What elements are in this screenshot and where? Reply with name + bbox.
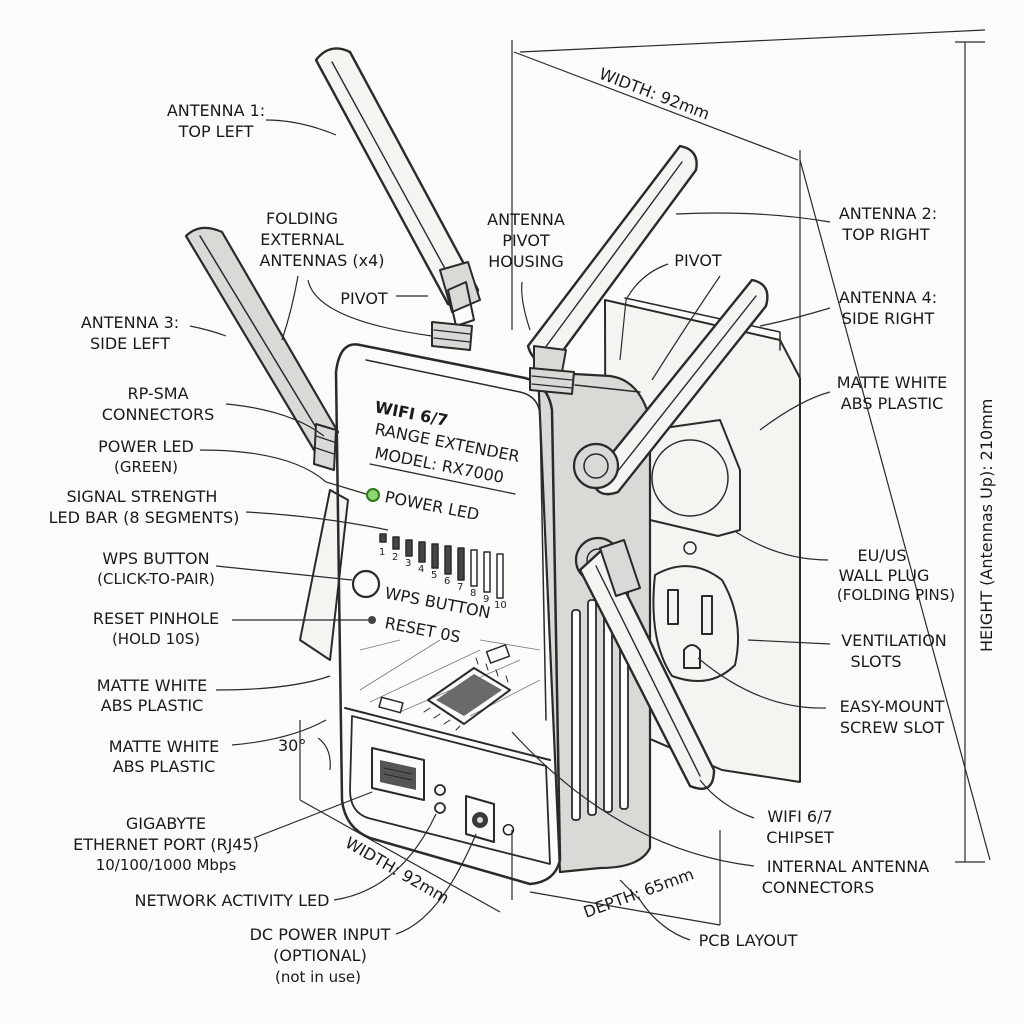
label-pivot-right: PIVOT [674, 251, 722, 270]
led-num: 8 [470, 588, 476, 599]
label-antenna-2: ANTENNA 2:TOP RIGHT [839, 204, 937, 244]
antenna-side-lower [574, 536, 716, 790]
rp-sma-connector-1 [431, 321, 473, 351]
power-led [366, 488, 380, 502]
depth-label: DEPTH: 65mm [581, 864, 696, 921]
usb-symbol: ⭘ [500, 819, 516, 840]
led-num: 10 [494, 600, 507, 611]
chipset [423, 657, 511, 731]
label-antenna-3: ANTENNA 3:SIDE LEFT [81, 313, 179, 353]
label-power-led: POWER LED(GREEN) [98, 437, 194, 476]
rp-sma-connector-2 [529, 367, 575, 395]
label-dc-power: DC POWER INPUT(OPTIONAL)(not in use) [250, 925, 391, 986]
led-num: 3 [405, 558, 411, 569]
label-network-led: NETWORK ACTIVITY LED [135, 891, 330, 910]
angle-label: 30° [278, 736, 306, 755]
rp-sma-connector-3 [313, 423, 337, 471]
led-num: 4 [418, 564, 424, 575]
reset-pinhole[interactable] [368, 616, 376, 624]
body-front [334, 343, 562, 886]
antenna-2 [526, 144, 698, 395]
led-num: 6 [444, 576, 450, 587]
leader-lines [189, 119, 831, 941]
label-antenna-1: ANTENNA 1:TOP LEFT [167, 101, 265, 141]
ethernet-port [371, 747, 425, 801]
faceplate: WIFI 6/7 RANGE EXTENDER MODEL: RX7000 PO… [351, 397, 521, 647]
led-num: 1 [379, 547, 385, 558]
network-activity-led-2 [434, 802, 446, 814]
antenna-1 [314, 47, 481, 351]
led-num: 7 [457, 582, 463, 593]
power-led-text: POWER LED [383, 487, 481, 524]
led-num: 2 [392, 552, 398, 563]
height-label: HEIGHT (Antennas Up): 210mm [977, 399, 996, 652]
ports: ⭘ [371, 747, 517, 843]
width-bottom-label: WIDTH: 92mm [342, 833, 453, 908]
led-num: 5 [431, 570, 437, 581]
antenna-4 [572, 278, 769, 496]
network-activity-led [434, 784, 446, 796]
led-num: 9 [483, 594, 489, 605]
label-reset: RESET PINHOLE(HOLD 10S) [93, 609, 219, 648]
right-labels: ANTENNA 2:TOP RIGHT ANTENNA 4:SIDE RIGHT… [762, 204, 955, 897]
label-pivot-left: PIVOT [340, 289, 388, 308]
signal-led-numbers: 1 2 3 4 5 6 7 8 9 10 [379, 547, 507, 611]
wps-button[interactable] [351, 569, 381, 599]
pcb-layout [359, 639, 541, 731]
side-pivot-top [572, 442, 620, 490]
label-wps: WPS BUTTON(CLICK-TO-PAIR) [97, 549, 215, 588]
dc-power-input [465, 795, 495, 843]
width-top-label: WIDTH: 92mm [597, 64, 713, 124]
label-antenna-4: ANTENNA 4:SIDE RIGHT [839, 288, 937, 328]
signal-led-bar [379, 533, 504, 599]
dimension-lines [299, 29, 991, 926]
label-pcb: PCB LAYOUT [699, 931, 798, 950]
antenna-3 [184, 226, 349, 661]
